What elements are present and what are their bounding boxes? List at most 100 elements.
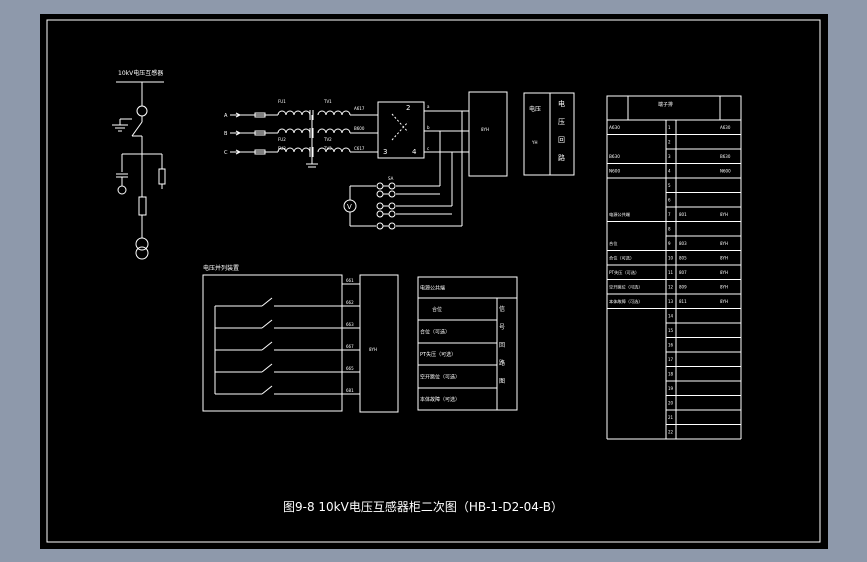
terminal-cell-dest: 8YH [720,299,728,304]
terminal-cell-no: 6 [668,198,671,203]
terminal-cell-no: 9 [668,241,671,246]
relay-contact [261,363,273,373]
terminal-cell-dest: 8YH [720,256,728,261]
meter-switch-terminal [376,202,384,210]
terminal-cell-func: 空开跳位（可选） [609,284,643,291]
terminal-cell-dest: 8YH [720,270,728,275]
switch-output-label: a [427,104,430,109]
device-box-label: 8YH [481,127,489,132]
signal-row-label: 合位 [432,306,442,313]
voltage-box-mark: YH [531,140,537,145]
relay-panel-title: 电压并列装置 [203,264,239,272]
terminal-cell-no: 16 [668,343,674,348]
single-line-diagram: 10kV电压互感器 [112,69,166,260]
switch-terminal: 4 [412,148,417,156]
pt-winding-1 [135,237,149,251]
relay-row-label: 662 [346,300,354,305]
terminal-cell-wire: 805 [679,256,687,261]
terminal-cell-func: B630 [609,154,620,159]
wire-label: A617 [354,106,365,111]
terminal-cell-no: 5 [668,183,671,188]
terminal-cell-no: 14 [668,314,674,319]
meter-switch-terminal [376,190,384,198]
meter-switch-label: SA [388,176,394,181]
terminal-cell-func: A630 [609,125,620,130]
terminal-cell-dest: B630 [720,154,731,159]
terminal-cell-func: 合位（可选） [609,255,634,262]
drawing-frame: 10kV电压互感器 A B C FU1 FU2 FU3 [40,14,828,549]
voltage-box-left-label: 电压 [529,105,541,113]
terminal-cell-no: 15 [668,328,674,333]
terminal-cell-no: 1 [668,125,671,130]
signal-row-label: 空开跳位（可选） [420,374,460,381]
lamp-symbol [117,185,127,195]
signal-side-char: 号 [499,324,505,331]
terminal-cell-no: 10 [668,256,674,261]
terminal-cell-func: 合位 [609,240,617,247]
terminal-cell-no: 4 [668,169,671,174]
fuse-label: FU2 [278,137,286,142]
switch-terminal: 3 [383,148,387,156]
terminal-cell-no: 2 [668,140,671,145]
arrester-symbol [158,168,166,185]
terminal-cell-no: 19 [668,386,674,391]
voltage-box-char: 回 [558,136,565,144]
signal-side-char: 信 [499,305,505,313]
switch-output-label: c [427,146,429,151]
terminal-cell-dest: A630 [720,125,731,130]
terminal-cell-no: 12 [668,285,674,290]
terminal-cell-dest: 8YH [720,241,728,246]
inner-border [46,19,821,543]
terminal-cell-no: 22 [668,430,674,435]
signal-row-label: 本体故障（可选） [420,396,460,403]
terminal-cell-wire: 809 [679,285,687,290]
terminal-cell-no: 13 [668,299,674,304]
relay-row-label: 667 [346,344,354,349]
relay-contact [261,319,273,329]
terminal-cell-func: N600 [609,169,620,174]
terminal-cell-no: 18 [668,372,674,377]
device-box-8yh [468,91,508,177]
pt-winding-2 [135,246,149,260]
terminal-cell-func: PT失压（可选） [609,269,639,276]
terminal-cell-dest: N600 [720,169,731,174]
primary-coil [277,147,311,153]
relay-device-box [359,274,399,413]
meter-switch-terminal [388,182,396,190]
terminal-cell-no: 8 [668,227,671,232]
meter-switch-terminal [376,210,384,218]
terminal-cell-no: 3 [668,154,671,159]
voltage-box-char: 电 [558,99,565,108]
wire-label: C617 [354,146,365,151]
signal-side-char: 路 [499,359,505,367]
terminal-cell-no: 11 [668,270,674,275]
meter-switch-terminal [376,182,384,190]
drawing-title: 图9-8 10kV电压互感器柜二次图（HB-1-D2-04-B） [283,499,563,514]
terminal-cell-func: 电源公共端 [609,211,630,218]
secondary-coil [317,128,351,134]
terminal-cell-no: 17 [668,357,674,362]
pt-circuit: A B C FU1 FU2 FU3 TV1 TV2 TV3 A617 B600 … [224,99,470,230]
voltage-circuit-box [523,92,575,176]
relay-row-label: 663 [346,322,354,327]
terminal-cell-dest: 8YH [720,212,728,217]
switch-blade [131,121,143,137]
voltage-box-char: 路 [558,153,565,162]
meter-switch-terminal [388,222,396,230]
terminal-cell-wire: 811 [679,299,687,304]
meter-switch-terminal [376,222,384,230]
terminal-cell-wire: 801 [679,212,687,217]
relay-box-label: 8YH [369,347,377,352]
meter-switch-terminal [388,210,396,218]
primary-coil [277,128,311,134]
terminal-table-header: 端子排 [658,101,673,108]
signal-row-label: 合位（可选） [420,329,450,336]
phase-a-label: A [224,113,228,119]
secondary-coil [317,147,351,153]
signal-row-label: PT失压（可选） [420,351,456,358]
schematic-drawing: 10kV电压互感器 A B C FU1 FU2 FU3 [46,19,821,543]
fuse-label: FU1 [278,99,286,104]
relay-row-label: 661 [346,278,354,283]
